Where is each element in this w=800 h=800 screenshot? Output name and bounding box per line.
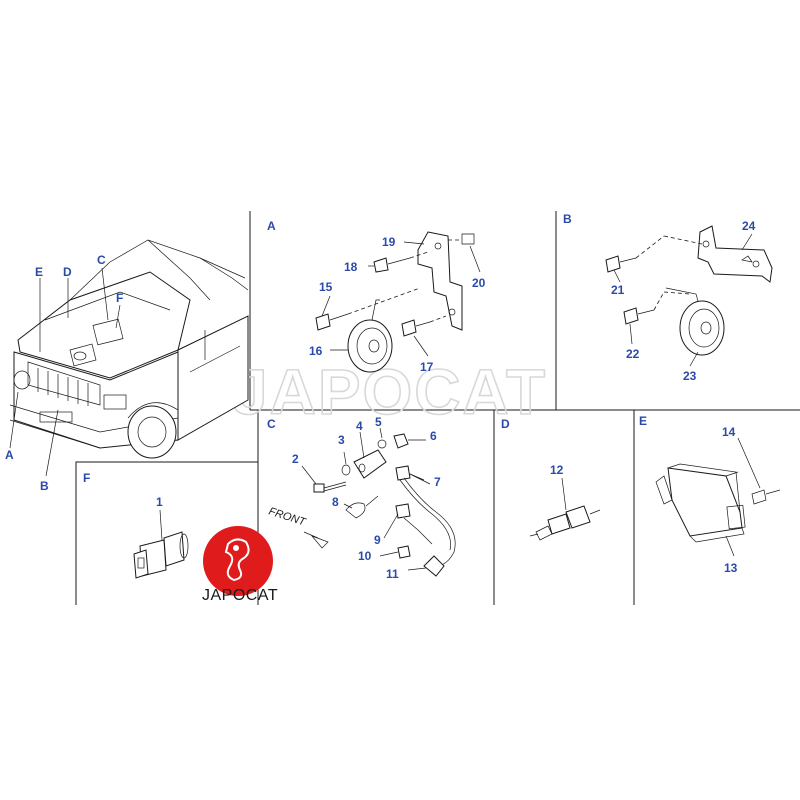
section-label-d: D xyxy=(501,417,510,431)
vehicle-callout-e: E xyxy=(35,265,43,279)
part-number-19: 19 xyxy=(382,235,396,249)
part-number-14: 14 xyxy=(722,425,736,439)
part-number-6: 6 xyxy=(430,429,437,443)
section-label-f: F xyxy=(83,471,90,485)
part-number-17: 17 xyxy=(420,360,434,374)
part-number-22: 22 xyxy=(626,347,640,361)
part-number-18: 18 xyxy=(344,260,358,274)
japocat-logo-text: JAPOCAT xyxy=(202,587,278,604)
part-number-9: 9 xyxy=(374,533,381,547)
part-number-20: 20 xyxy=(472,276,486,290)
panel-f-drawing xyxy=(133,509,189,579)
panel-borders xyxy=(75,211,800,605)
part-number-23: 23 xyxy=(683,369,697,383)
panel-c-drawing xyxy=(301,427,456,577)
part-number-1: 1 xyxy=(156,495,163,509)
part-number-24: 24 xyxy=(742,219,756,233)
part-number-10: 10 xyxy=(358,549,372,563)
section-label-e: E xyxy=(639,414,647,428)
front-direction-label: FRONT xyxy=(267,505,308,529)
section-label-b: B xyxy=(563,212,572,226)
panel-e-drawing xyxy=(655,437,781,557)
japocat-logo xyxy=(203,526,273,596)
part-number-21: 21 xyxy=(611,283,625,297)
part-number-13: 13 xyxy=(724,561,738,575)
vehicle-callout-d: D xyxy=(63,265,72,279)
panel-a-drawing xyxy=(315,231,481,373)
part-number-4: 4 xyxy=(356,419,363,433)
vehicle-callout-c: C xyxy=(97,253,106,267)
part-number-16: 16 xyxy=(309,344,323,358)
part-number-3: 3 xyxy=(338,433,345,447)
vehicle-drawing xyxy=(9,239,249,477)
part-number-11: 11 xyxy=(386,567,399,581)
part-number-8: 8 xyxy=(332,495,339,509)
vehicle-callout-b: B xyxy=(40,479,49,493)
part-number-2: 2 xyxy=(292,452,299,466)
part-number-7: 7 xyxy=(434,475,441,489)
vehicle-callout-f: F xyxy=(116,291,123,305)
part-number-5: 5 xyxy=(375,415,382,429)
section-label-c: C xyxy=(267,417,276,431)
section-label-a: A xyxy=(267,219,276,233)
vehicle-callout-a: A xyxy=(5,448,14,462)
watermark: JAPOCAT xyxy=(232,356,547,428)
panel-b-drawing xyxy=(605,225,773,367)
part-number-12: 12 xyxy=(550,463,564,477)
part-number-15: 15 xyxy=(319,280,333,294)
panel-d-drawing xyxy=(529,477,601,541)
